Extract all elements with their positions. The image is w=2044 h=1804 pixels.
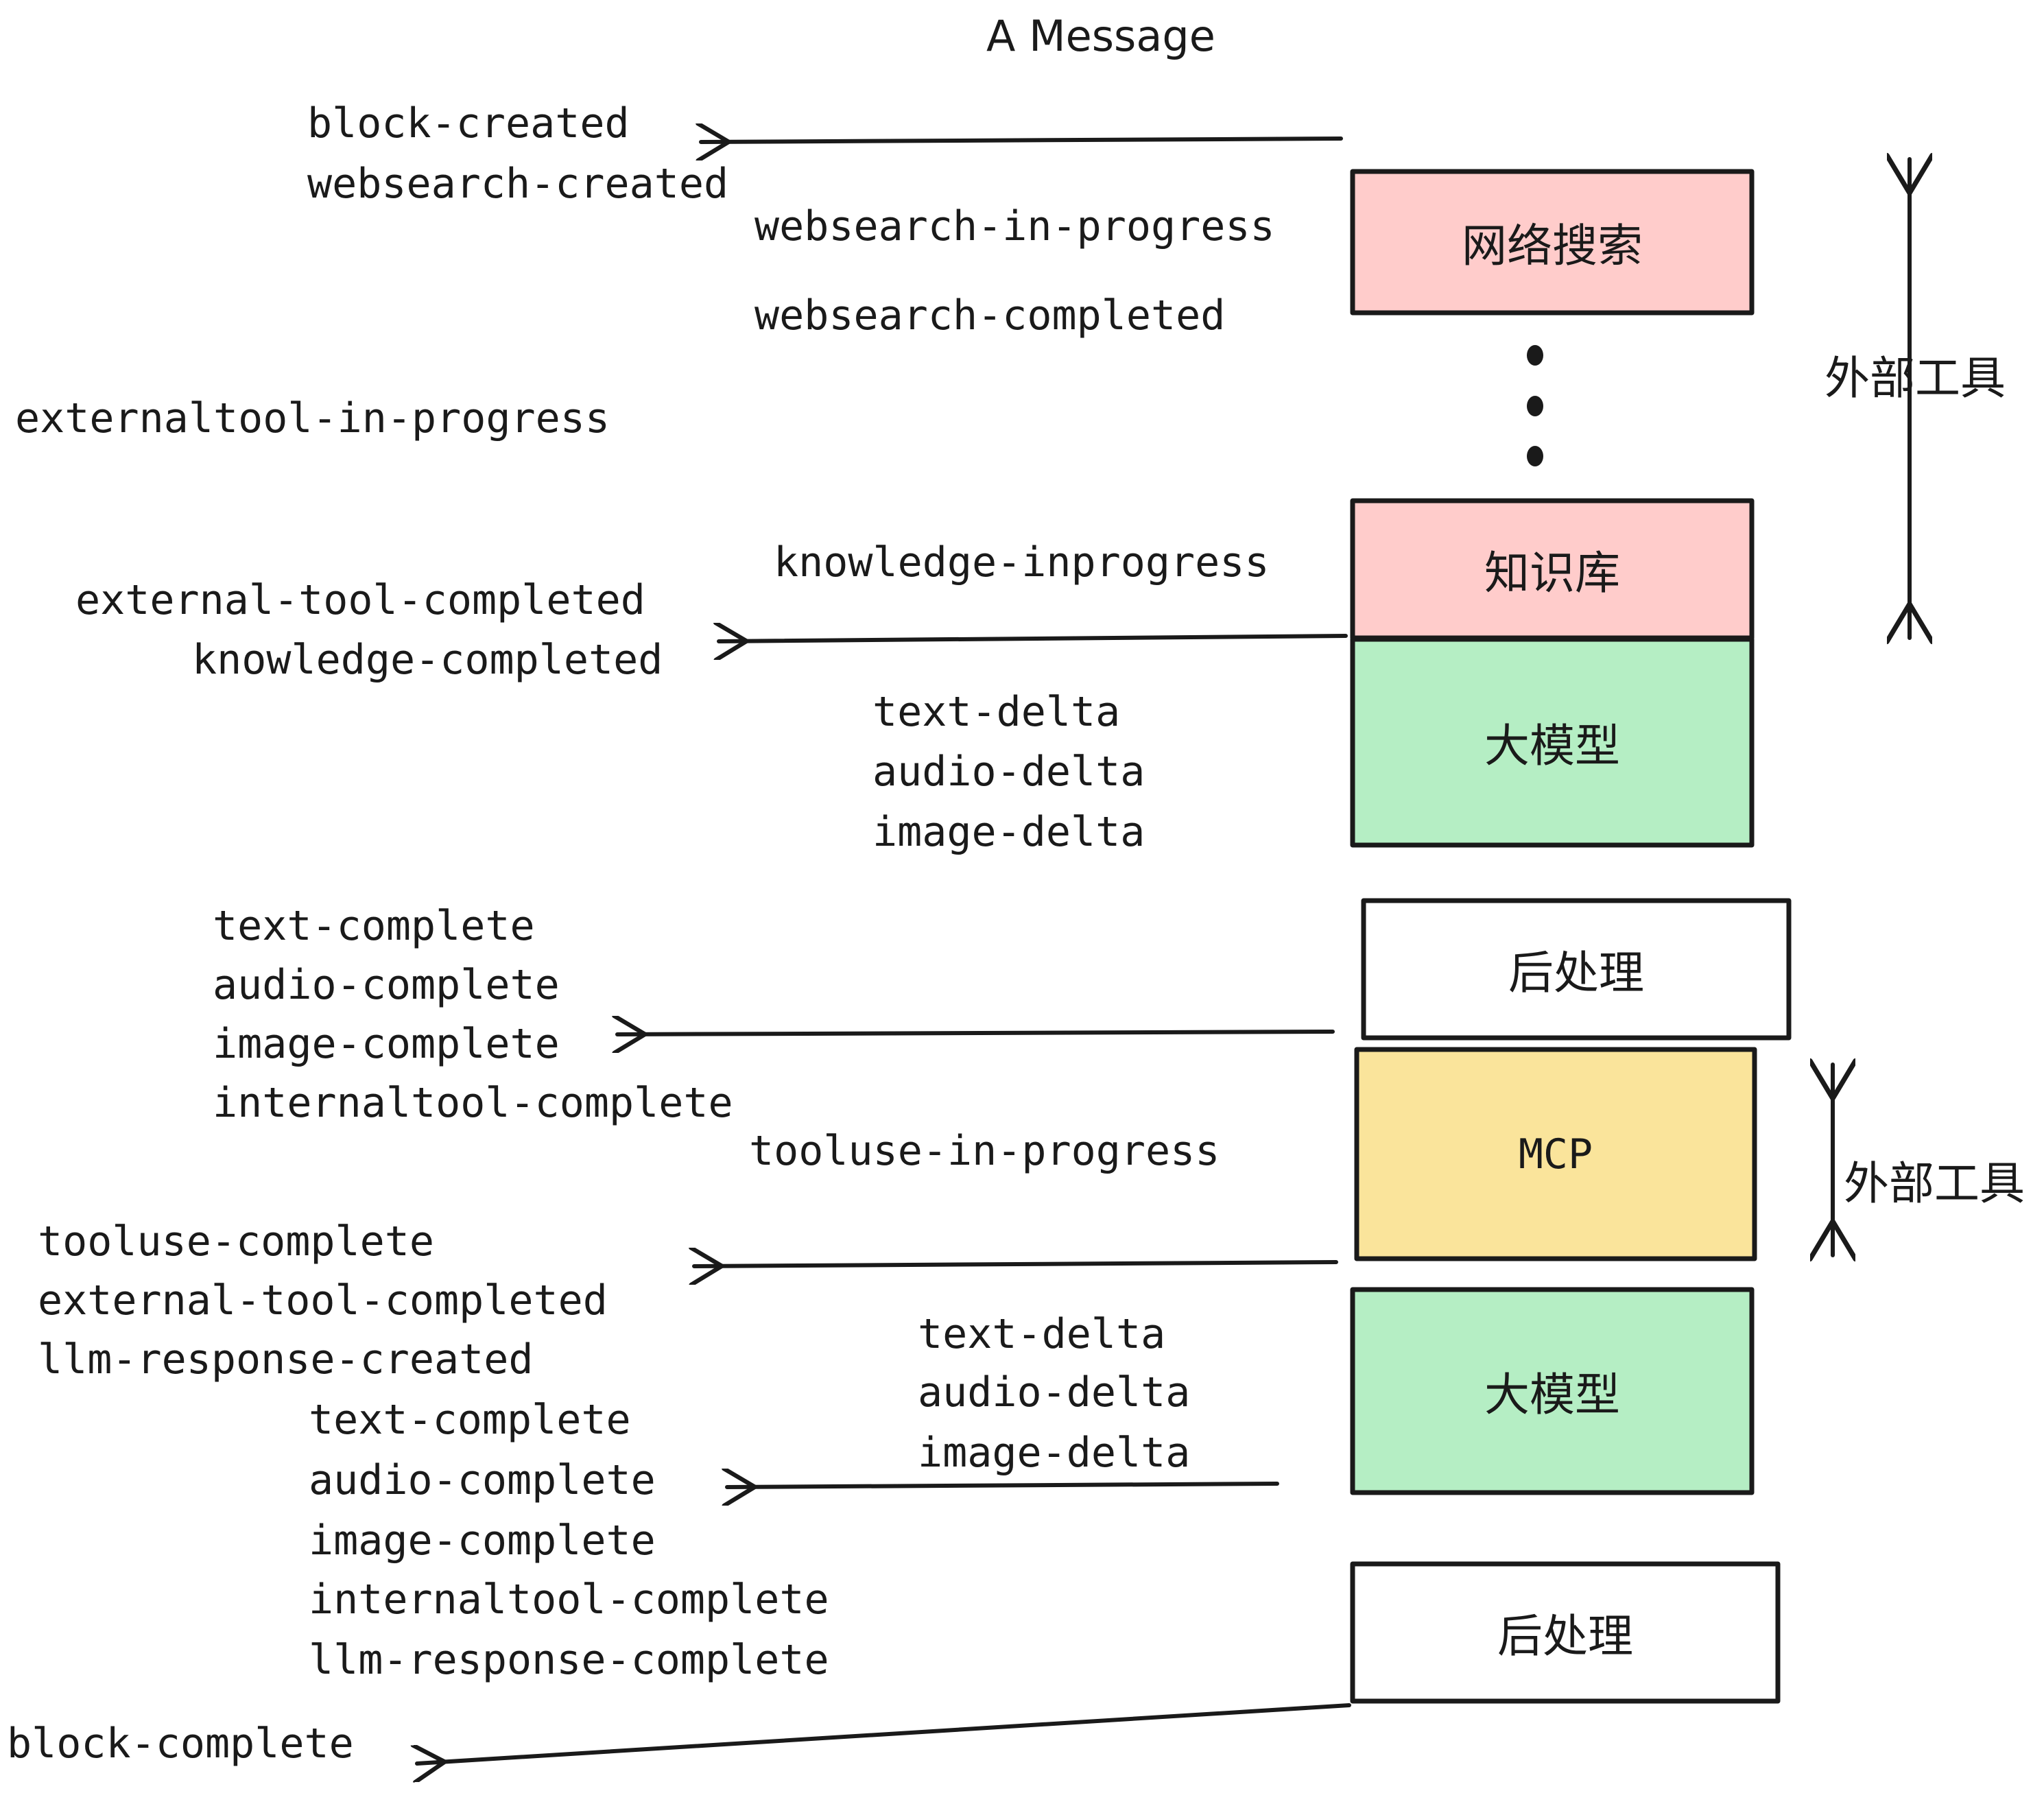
box-label-postprocess-1: 后处理 [1508, 947, 1644, 999]
event-label-audio-delta-2: audio-delta [918, 1368, 1191, 1416]
event-label-image-delta-2: image-delta [918, 1429, 1191, 1477]
arrow-audio-complete [727, 1484, 1279, 1487]
event-label-block-complete: block-complete [7, 1720, 354, 1768]
event-label-text-complete-2: text-complete [309, 1396, 631, 1444]
box-label-mcp: MCP [1518, 1130, 1593, 1178]
box-llm-1[interactable] [1350, 637, 1755, 848]
event-label-audio-delta-1: audio-delta [872, 748, 1145, 796]
arrow-knowledge-completed [719, 636, 1348, 641]
box-label-websearch: 网络搜索 [1462, 219, 1643, 272]
arrow-block-complete [417, 1703, 1351, 1764]
arrow-image-complete [617, 1032, 1335, 1034]
ellipsis-dot-2-icon [1527, 396, 1543, 416]
event-label-tooluse-in-progress: tooluse-in-progress [749, 1127, 1220, 1175]
event-label-external-tool-completed-2: external-tool-completed [38, 1277, 608, 1325]
event-label-text-complete-1: text-complete [213, 902, 535, 950]
event-label-audio-complete-2: audio-complete [309, 1456, 656, 1504]
event-label-llm-response-complete: llm-response-complete [309, 1636, 829, 1684]
ellipsis-dot-3-icon [1527, 446, 1543, 466]
event-label-llm-response-created: llm-response-created [38, 1336, 534, 1384]
box-label-postprocess-2: 后处理 [1497, 1610, 1633, 1663]
event-label-text-delta-1: text-delta [872, 688, 1121, 736]
box-label-knowledge: 知识库 [1484, 547, 1620, 600]
event-label-text-delta-2: text-delta [918, 1310, 1166, 1358]
box-llm-2[interactable] [1350, 1287, 1755, 1495]
event-label-image-delta-1: image-delta [872, 808, 1145, 856]
box-postprocess-1[interactable] [1361, 898, 1792, 1041]
box-label-llm-2: 大模型 [1484, 1368, 1620, 1421]
event-label-knowledge-inprogress: knowledge-inprogress [774, 538, 1270, 586]
event-label-internaltool-complete-1: internaltool-complete [213, 1079, 733, 1127]
arrow-tooluse-complete [694, 1262, 1338, 1266]
box-websearch[interactable] [1350, 169, 1755, 316]
box-label-llm-1: 大模型 [1484, 720, 1620, 772]
event-label-image-complete-1: image-complete [213, 1020, 560, 1068]
event-label-external-tool-completed-1: external-tool-completed [75, 576, 645, 624]
event-label-externaltool-in-progress: externaltool-in-progress [15, 394, 610, 442]
annotation-external-tool-bottom: 外部工具 [1844, 1157, 2025, 1210]
event-label-tooluse-complete: tooluse-complete [38, 1218, 434, 1266]
box-knowledge[interactable] [1350, 498, 1755, 641]
event-label-internaltool-complete-2: internaltool-complete [309, 1576, 829, 1624]
ellipsis-dot-1-icon [1527, 345, 1543, 366]
event-label-knowledge-completed: knowledge-completed [192, 636, 663, 684]
event-label-audio-complete-1: audio-complete [213, 961, 560, 1009]
arrow-block-created [701, 139, 1343, 142]
event-label-websearch-created: websearch-created [307, 160, 729, 208]
annotation-external-tool-top: 外部工具 [1825, 352, 2006, 405]
event-label-block-created: block-created [307, 99, 630, 147]
page-title: A Message [986, 11, 1215, 61]
box-postprocess-2[interactable] [1350, 1561, 1781, 1704]
event-label-websearch-completed: websearch-completed [754, 292, 1226, 340]
box-mcp[interactable] [1354, 1047, 1757, 1261]
event-label-image-complete-2: image-complete [309, 1517, 656, 1565]
event-label-websearch-in-progress: websearch-in-progress [754, 202, 1275, 250]
